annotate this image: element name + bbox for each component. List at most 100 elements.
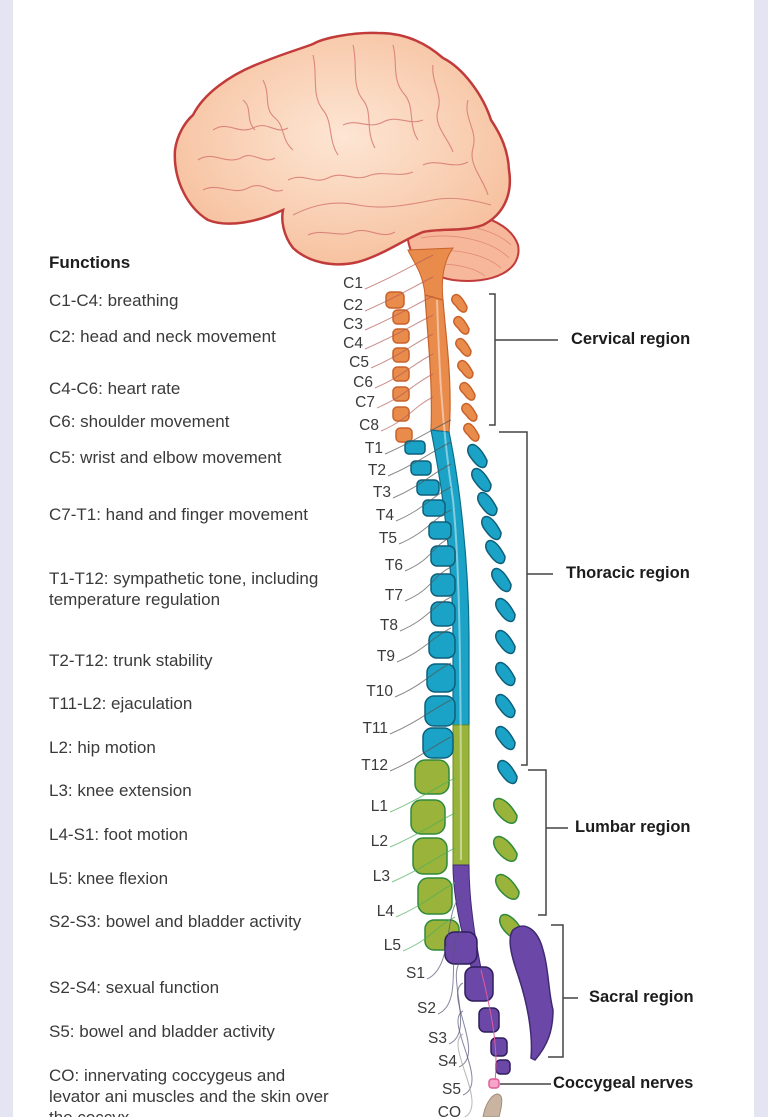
sacrum [509, 925, 554, 1061]
spinal-nerve-cervical [380, 396, 434, 432]
spinal-nerve-thoracic [396, 627, 452, 663]
spinal-nerve-sacral [448, 959, 464, 1045]
spinous-process-lumbar [493, 797, 518, 824]
vertebral-body-thoracic [430, 545, 456, 567]
vertebra-label-cervical: C4 [343, 335, 363, 352]
vertebra-label-lumbar: L2 [370, 833, 388, 850]
spinal-nerve-sacral [437, 929, 464, 1015]
vertebra-label-thoracic: T3 [372, 484, 391, 501]
brain-icon [173, 31, 512, 266]
spinous-process-cervical [457, 359, 474, 379]
vertebral-body-cervical [395, 427, 413, 443]
spinal-nerve-cervical [376, 373, 434, 409]
function-item: C1-C4: breathing [49, 291, 179, 310]
vertebra-label-coccygeal: CO [437, 1104, 461, 1117]
vertebra-label-thoracic: T6 [384, 557, 403, 574]
vertebra-label-sacral: S5 [442, 1081, 461, 1098]
function-item: L5: knee flexion [49, 869, 169, 888]
spinal-nerve-coccygeal [457, 1033, 473, 1117]
vertebral-body-thoracic [430, 601, 456, 627]
vertebral-body-thoracic [422, 727, 454, 759]
function-item: C5: wrist and elbow movement [49, 448, 282, 467]
vertebral-body-cervical [392, 406, 410, 422]
function-item: C4-C6: heart rate [49, 379, 181, 398]
vertebra-label-thoracic: T4 [375, 507, 394, 524]
region-label-coccygeal: Coccygeal nerves [553, 1074, 694, 1092]
vertebral-body-thoracic [410, 460, 432, 476]
spinous-process-thoracic [481, 515, 502, 541]
vertebra-label-cervical: C7 [355, 394, 375, 411]
spinal-cord-highlight [436, 299, 462, 861]
vertebrae-group [385, 291, 524, 1075]
spinal-nerve-lumbar [389, 812, 456, 848]
spinal-nerve-sacral [457, 1010, 473, 1096]
coccygeal-nerve-line [480, 969, 497, 1081]
vertebral-body-sacral [490, 1037, 508, 1057]
vertebral-body-thoracic [428, 521, 452, 540]
vertebra-label-lumbar: L4 [376, 903, 394, 920]
vertebra-label-cervical: C8 [359, 417, 379, 434]
vertebral-body-cervical [392, 309, 410, 325]
spinal-nerve-cervical [364, 295, 434, 331]
region-label-thoracic: Thoracic region [566, 564, 690, 582]
function-item: L2: hip motion [49, 738, 156, 757]
spinal-cord-diagram [173, 31, 578, 1117]
spinal-nerve-thoracic [387, 441, 452, 477]
spinal-nerve-cervical [364, 276, 434, 312]
function-item: T2-T12: trunk stability [49, 651, 213, 670]
vertebral-body-thoracic [416, 479, 440, 496]
function-item: T11-L2: ejaculation [49, 694, 193, 713]
vertebral-body-thoracic [424, 695, 456, 727]
vertebra-label-lumbar: L1 [370, 798, 388, 815]
bracket-lumbar [528, 769, 568, 916]
vertebra-label-cervical: C1 [343, 275, 363, 292]
vertebra-label-cervical: C3 [343, 316, 363, 333]
spinal-nerve-thoracic [395, 486, 452, 522]
vertebra-label-sacral: S1 [406, 965, 425, 982]
spinal-nerve-sacral [426, 894, 464, 980]
brain-gyri [197, 44, 492, 236]
vertebral-body-sacral [478, 1007, 500, 1033]
function-item: S2-S4: sexual function [49, 978, 220, 997]
spinal-nerve-thoracic [389, 699, 452, 735]
spinal-nerve-thoracic [398, 509, 452, 545]
coccygeal-nerve-node [488, 1078, 500, 1089]
vertebra-label-thoracic: T9 [376, 648, 395, 665]
function-item: C7-T1: hand and finger movement [49, 505, 308, 524]
vertebral-body-thoracic [422, 499, 446, 517]
spinal-nerve-lumbar [389, 777, 456, 813]
function-item: T1-T12: sympathetic tone, including temp… [49, 569, 319, 609]
vertebral-body-lumbar [417, 877, 453, 915]
spinal-nerve-thoracic [394, 662, 452, 698]
spinous-process-thoracic [471, 467, 492, 493]
coccyx [482, 1093, 503, 1117]
spinous-process-thoracic [495, 725, 516, 751]
spinal-nerve-thoracic [404, 536, 452, 572]
region-label-sacral: Sacral region [589, 988, 694, 1006]
functions-heading: Functions [49, 253, 131, 272]
spinal-nerve-thoracic [384, 419, 452, 455]
vertebra-label-thoracic: T11 [362, 720, 388, 737]
function-item: S5: bowel and bladder activity [49, 1022, 275, 1041]
vertebra-label-sacral: S2 [417, 1000, 436, 1017]
bracket-thoracic [499, 431, 553, 766]
spinous-process-thoracic [495, 693, 516, 719]
spinal-nerve-lumbar [391, 847, 456, 883]
vertebral-body-cervical [385, 291, 405, 309]
vertebra-label-thoracic: T5 [378, 530, 397, 547]
spinal-nerve-cervical [374, 353, 434, 389]
function-item: CO: innervating coccygeus and levator an… [49, 1066, 329, 1117]
vertebral-body-thoracic [404, 440, 426, 455]
spinal-nerve-lumbar [395, 882, 456, 918]
vertebra-label-thoracic: T10 [366, 683, 393, 700]
vertebral-body-lumbar [414, 759, 450, 795]
vertebra-label-lumbar: L3 [372, 868, 390, 885]
vertebra-label-thoracic: T7 [384, 587, 403, 604]
spinal-nerve-thoracic [404, 566, 452, 602]
vertebral-body-thoracic [428, 631, 456, 659]
vertebral-body-cervical [392, 328, 410, 344]
spinous-process-thoracic [495, 597, 516, 623]
spinous-process-thoracic [497, 759, 518, 785]
spinal-nerve-thoracic [399, 596, 452, 632]
